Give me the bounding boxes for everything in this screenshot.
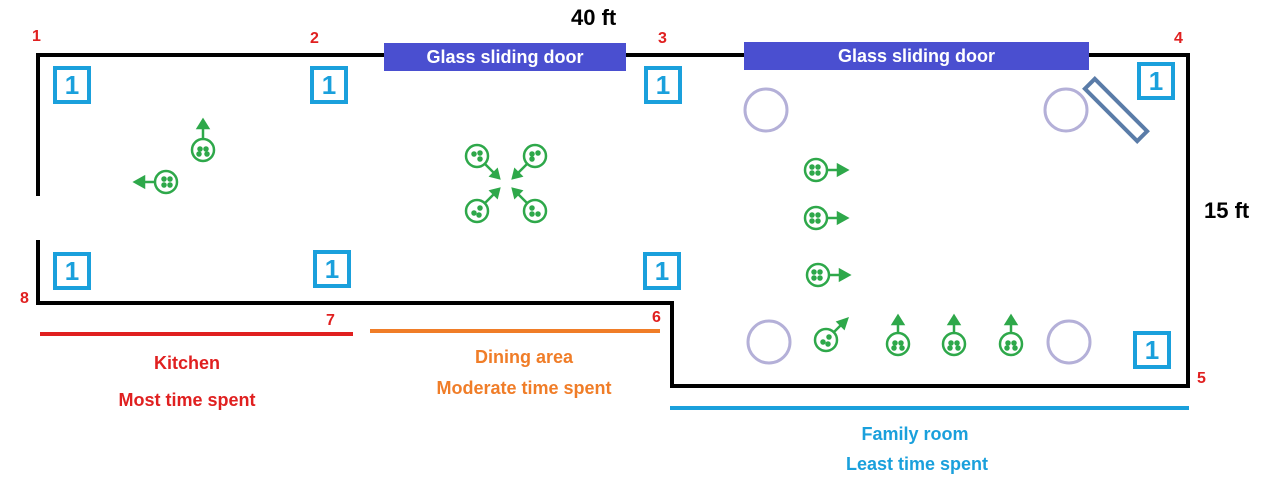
- dining-time: Moderate time spent: [436, 378, 612, 398]
- corner-label: 7: [326, 312, 335, 329]
- corner-label: 8: [20, 290, 29, 307]
- table-circles: [743, 87, 1092, 365]
- width-label: 15 ft: [1204, 198, 1250, 223]
- corner-label: 3: [658, 30, 667, 47]
- person-icon: [941, 313, 967, 357]
- person-icon: [190, 117, 216, 163]
- person-icon: [132, 169, 179, 195]
- zone-marker: 1: [643, 252, 681, 290]
- kitchen-time: Most time spent: [118, 390, 256, 410]
- person-icon: [511, 187, 548, 224]
- table-circle: [1046, 319, 1092, 365]
- zone-marker: 1: [53, 66, 91, 104]
- length-label: 40 ft: [571, 5, 617, 30]
- zone-marker: 1: [53, 252, 91, 290]
- person-icon: [464, 187, 501, 224]
- person-icon: [511, 143, 548, 180]
- table-circle: [746, 319, 792, 365]
- corner-label: 2: [310, 30, 319, 47]
- table-circle: [743, 87, 789, 133]
- person-icon: [803, 205, 850, 231]
- window-icon: [1082, 76, 1150, 144]
- corner-label: 6: [652, 309, 661, 326]
- glass-sliding-door-left: Glass sliding door: [384, 43, 626, 71]
- person-icon: [803, 157, 850, 183]
- corner-label: 5: [1197, 370, 1206, 387]
- corner-label: 1: [32, 28, 41, 45]
- glass-sliding-door-right: Glass sliding door: [744, 42, 1089, 70]
- corner-label: 4: [1174, 30, 1183, 47]
- person-icon: [464, 143, 501, 180]
- floor-plan-walls: [36, 53, 1190, 388]
- family-time: Least time spent: [845, 454, 989, 474]
- zone-marker: 1: [1133, 331, 1171, 369]
- person-icon: [998, 313, 1024, 357]
- zone-marker: 1: [644, 66, 682, 104]
- table-circle: [1043, 87, 1089, 133]
- zone-marker: 1: [1137, 62, 1175, 100]
- people: [132, 117, 1024, 357]
- dining-name: Dining area: [474, 347, 574, 367]
- person-icon: [805, 262, 852, 288]
- zone-marker: 1: [310, 66, 348, 104]
- kitchen-name: Kitchen: [153, 353, 220, 373]
- zone-marker: 1: [313, 250, 351, 288]
- family-name: Family room: [861, 424, 969, 444]
- person-icon: [813, 317, 849, 353]
- person-icon: [885, 313, 911, 357]
